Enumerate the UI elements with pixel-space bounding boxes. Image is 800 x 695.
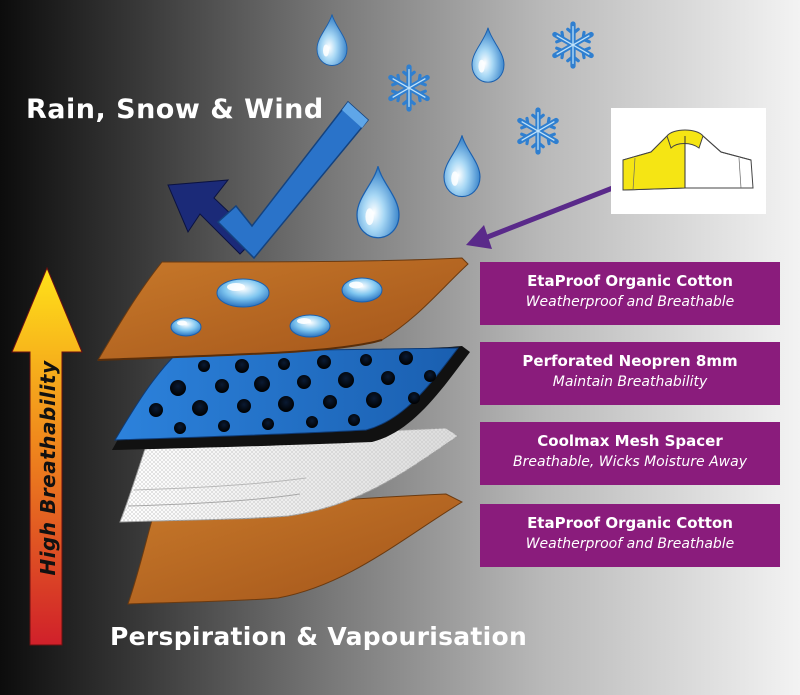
layer-name: Coolmax Mesh Spacer [537, 432, 723, 450]
layer-label-mesh-spacer: Coolmax Mesh Spacer Breathable, Wicks Mo… [480, 422, 780, 485]
layer-name: Perforated Neopren 8mm [522, 352, 738, 370]
checkmark-icon [216, 100, 370, 260]
breathability-arrow-icon [11, 266, 83, 646]
layer-description: Breathable, Wicks Moisture Away [513, 454, 747, 470]
jacket-thumbnail-icon [622, 129, 754, 191]
layer-label-bottom-cotton: EtaProof Organic Cotton Weatherproof and… [480, 504, 780, 567]
headline-bottom: Perspiration & Vapourisation [110, 622, 528, 651]
layer-mesh-spacer [119, 427, 459, 523]
layer-top-cotton [97, 257, 469, 361]
layer-description: Weatherproof and Breathable [525, 294, 735, 310]
layer-neoprene [112, 346, 470, 450]
headline-top: Rain, Snow & Wind [26, 94, 324, 125]
jacket-thumbnail [611, 108, 766, 214]
layer-description: Maintain Breathability [552, 374, 708, 390]
pointer-arrow-icon [466, 179, 629, 249]
layer-description: Weatherproof and Breathable [525, 536, 735, 552]
layer-label-top-cotton: EtaProof Organic Cotton Weatherproof and… [480, 262, 780, 325]
layer-name: EtaProof Organic Cotton [527, 272, 733, 290]
layer-label-neoprene: Perforated Neopren 8mm Maintain Breathab… [480, 342, 780, 405]
breathability-label-text: High Breathability [36, 360, 60, 576]
layer-name: EtaProof Organic Cotton [527, 514, 733, 532]
water-bead-icon [170, 277, 383, 338]
